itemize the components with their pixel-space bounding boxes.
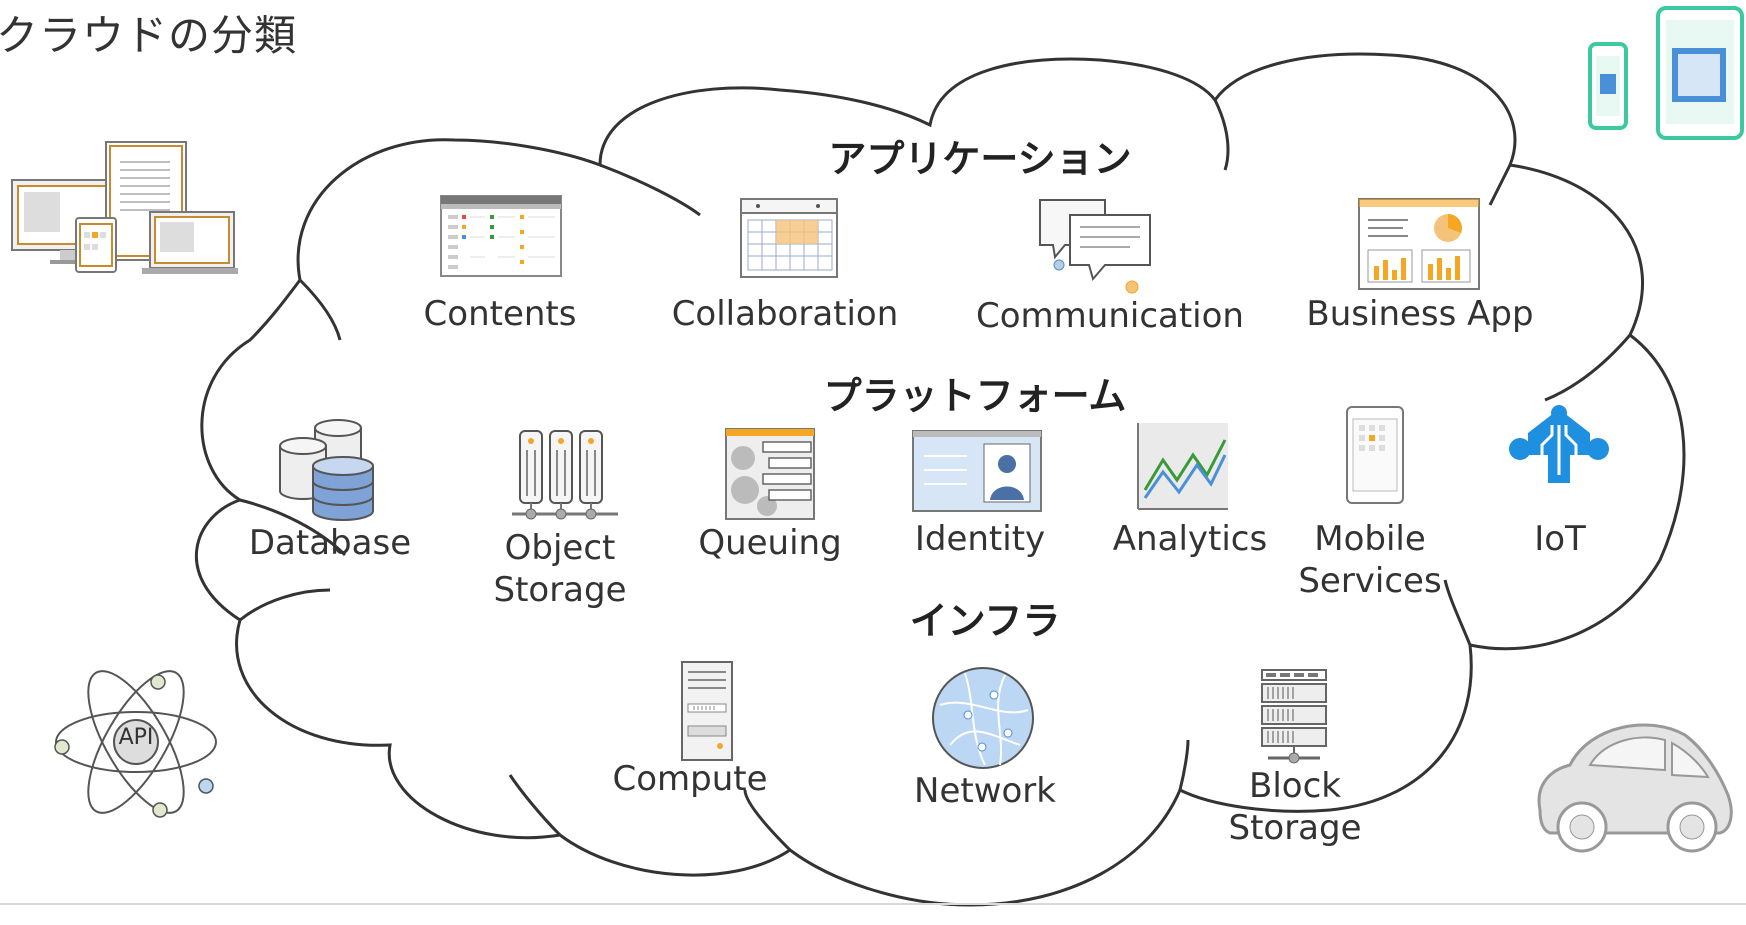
section-application: アプリケーション: [828, 137, 1132, 181]
business-app-icon: [1358, 198, 1480, 290]
label-queuing: Queuing: [698, 523, 842, 563]
label-database: Database: [248, 523, 412, 563]
label-communication: Communication: [976, 296, 1244, 336]
label-collaboration: Collaboration: [671, 294, 899, 334]
iot-icon: [1509, 405, 1609, 483]
page-title: クラウドの分類: [0, 11, 298, 60]
api-label: API: [118, 725, 154, 750]
section-platform: プラットフォーム: [823, 374, 1127, 418]
analytics-icon: [1137, 423, 1228, 510]
label-iot: IoT: [1534, 519, 1586, 559]
communication-icon: [1039, 199, 1151, 294]
label-mobile-services: Mobile Services: [1298, 519, 1442, 601]
footer-divider: [0, 903, 1746, 905]
identity-icon: [912, 430, 1042, 512]
collaboration-icon: [740, 198, 838, 278]
database-icon: [279, 419, 374, 521]
label-object-storage: Object Storage: [493, 528, 627, 610]
devices-icon: [11, 141, 238, 274]
object-storage-icon: [512, 430, 618, 520]
label-business-app: Business App: [1306, 294, 1534, 334]
queuing-icon: [725, 428, 815, 520]
label-network: Network: [914, 771, 1056, 811]
mobile-services-icon: [1346, 406, 1404, 504]
api-atom-icon: [54, 670, 217, 818]
car-icon: [1537, 723, 1733, 853]
section-infra: インフラ: [909, 599, 1061, 643]
contents-icon: [440, 195, 562, 277]
label-identity: Identity: [914, 519, 1046, 559]
label-compute: Compute: [612, 759, 768, 799]
label-analytics: Analytics: [1112, 519, 1268, 559]
block-storage-icon: [1261, 669, 1327, 764]
compute-icon: [681, 661, 733, 761]
mobile-devices-icon: [1588, 6, 1744, 140]
label-block-storage: Block Storage: [1228, 766, 1362, 848]
network-icon: [932, 667, 1034, 769]
label-contents: Contents: [423, 294, 577, 334]
